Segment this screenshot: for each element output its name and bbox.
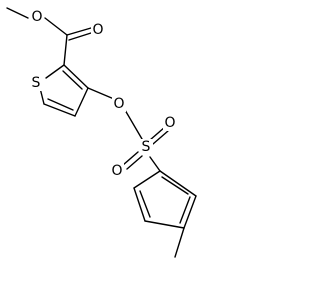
bond-o-s [124, 109, 143, 140]
bond-c4-c3 [74, 87, 89, 117]
bond-methyl-o [6, 7, 29, 19]
bonds [6, 7, 197, 258]
bond-aryl-methyl [174, 227, 185, 258]
atom-s-thiophene: S [32, 75, 41, 91]
bond-ar-1-2 [133, 170, 161, 189]
bond-ar-3-4 [144, 220, 185, 229]
bond-ar-4-5-inner [179, 196, 191, 224]
atom-labels: O O S O S O O [29, 9, 177, 179]
bond-ar-5-6 [159, 170, 197, 197]
bond-c5-c4-a [43, 103, 76, 117]
bond-c2-s1 [45, 64, 65, 79]
atom-o-sulfonyl-right: O [164, 115, 175, 131]
bond-s-o-left-a [122, 151, 139, 166]
atom-s-sulfonyl: S [142, 139, 151, 155]
bond-s-o-right-a [149, 126, 166, 141]
bond-ar-2-3-inner [139, 190, 151, 218]
bond-ar-2-3 [133, 187, 146, 222]
atom-o-ester: O [31, 9, 42, 25]
bond-carbonyl-double-a [66, 27, 92, 36]
atom-o-link: O [113, 96, 124, 112]
bond-ar-4-5 [183, 195, 197, 229]
bond-carbonyl-ring [63, 34, 68, 66]
bond-ar-6-1-inner [161, 176, 189, 195]
chemical-structure: O O S O S O O [6, 7, 197, 258]
bond-carbonyl-double-b [68, 32, 92, 41]
atom-o-carbonyl: O [92, 22, 103, 38]
bond-o-carbonyl-carbon [44, 17, 68, 36]
bond-c3-c2-b [62, 70, 83, 90]
bond-s-o-right-b [152, 130, 169, 145]
bond-c5-c4-b [47, 98, 74, 111]
bond-s-o-left-b [126, 155, 143, 170]
bond-s-aryl [149, 156, 161, 172]
atom-o-sulfonyl-left: O [111, 163, 122, 179]
bond-c3-c2-a [63, 64, 89, 89]
bond-c3-o [87, 87, 115, 100]
